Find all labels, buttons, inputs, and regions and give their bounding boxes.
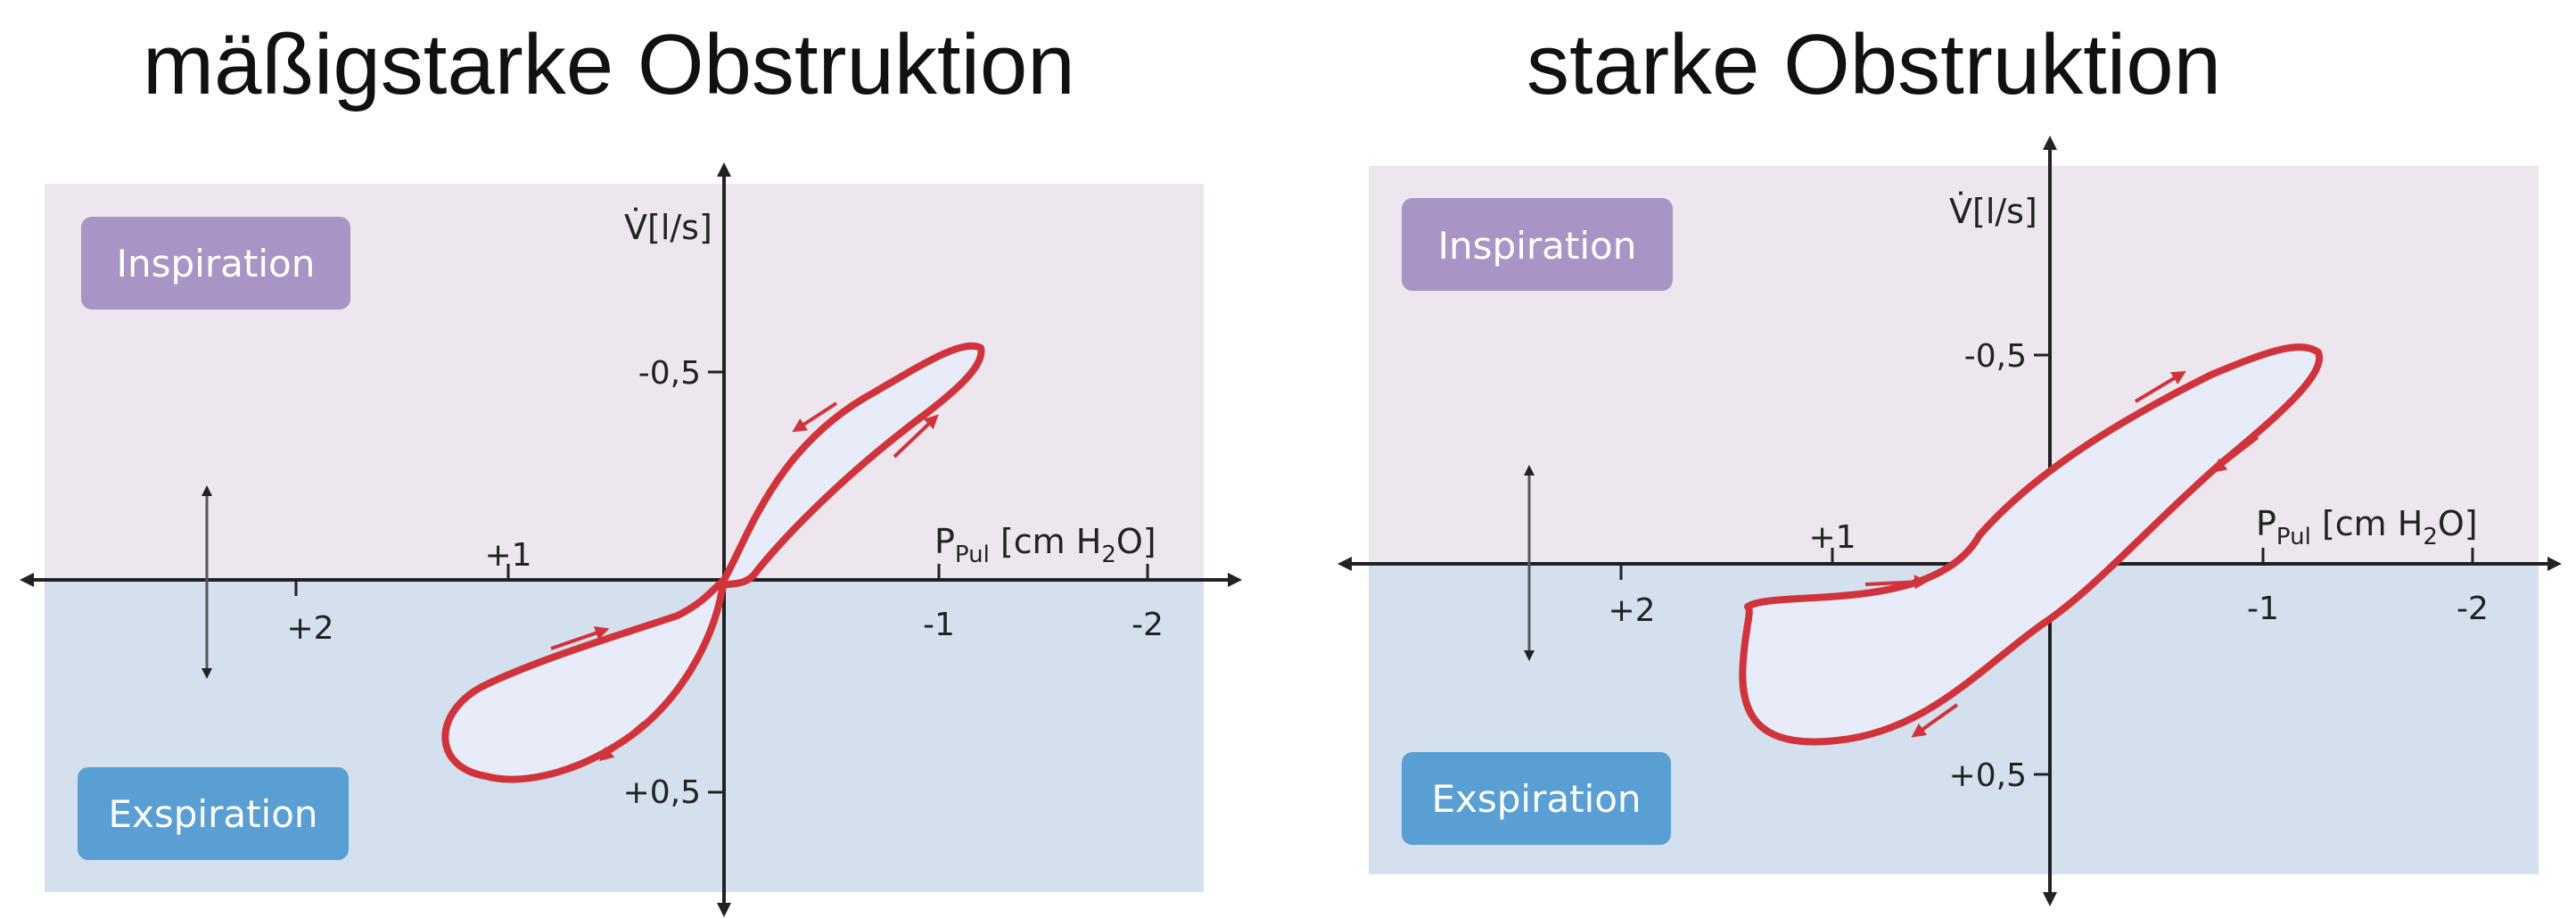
pressure-flow-loop — [441, 342, 985, 783]
y-axis-label: V̇[l/s] — [624, 208, 712, 247]
flow-direction-arrow-icon — [893, 414, 939, 459]
x-tick-label: +2 — [1608, 592, 1655, 629]
x-tick-label: -2 — [2457, 591, 2489, 627]
flow-direction-arrow-icon — [792, 401, 838, 433]
expiration-badge — [78, 767, 349, 860]
x-tick-label: +2 — [286, 610, 333, 647]
flow-direction-arrow-icon — [1911, 703, 1959, 738]
flow-direction-arrow-icon — [2211, 435, 2259, 473]
flow-direction-arrow-icon — [1864, 575, 1929, 590]
panel-title-left: mäßigstarke Obstruktion — [143, 17, 1075, 112]
x-tick-label: +1 — [1808, 519, 1856, 556]
inspiration-badge — [1402, 198, 1673, 291]
flow-direction-arrow-icon — [550, 626, 610, 650]
x-axis-label: PPul [cm H2O] — [934, 522, 1156, 568]
flow-direction-arrow-icon — [598, 721, 646, 762]
inspiration-badge — [81, 217, 350, 310]
x-axis-label: PPul [cm H2O] — [2256, 504, 2478, 550]
x-tick-label: -1 — [2247, 591, 2279, 627]
x-tick-label: +1 — [484, 537, 531, 574]
panel-left: Inspiration Exspiration +2 +1 -1 -2 -0,5… — [20, 162, 1242, 917]
flow-direction-arrow-icon — [2134, 370, 2186, 403]
y-tick-label: -0,5 — [1964, 338, 2027, 375]
y-tick-label: +0,5 — [623, 774, 701, 811]
x-tick-label: -1 — [923, 607, 955, 643]
y-axis-label: V̇[l/s] — [1949, 192, 2037, 231]
x-tick-label: -2 — [1132, 607, 1164, 643]
y-tick-label: -0,5 — [638, 355, 701, 392]
expiration-label: Exspiration — [108, 792, 317, 836]
inspiration-label: Inspiration — [1438, 224, 1637, 268]
pressure-flow-loop — [1739, 343, 2324, 746]
expiration-badge — [1402, 752, 1671, 845]
panel-right: Inspiration Exspiration +2 +1 -1 -2 -0,5… — [1337, 136, 2562, 906]
panel-title-right: starke Obstruktion — [1527, 17, 2221, 112]
inspiration-label: Inspiration — [117, 242, 316, 285]
expiration-label: Exspiration — [1431, 777, 1641, 821]
y-tick-label: +0,5 — [1949, 757, 2027, 794]
